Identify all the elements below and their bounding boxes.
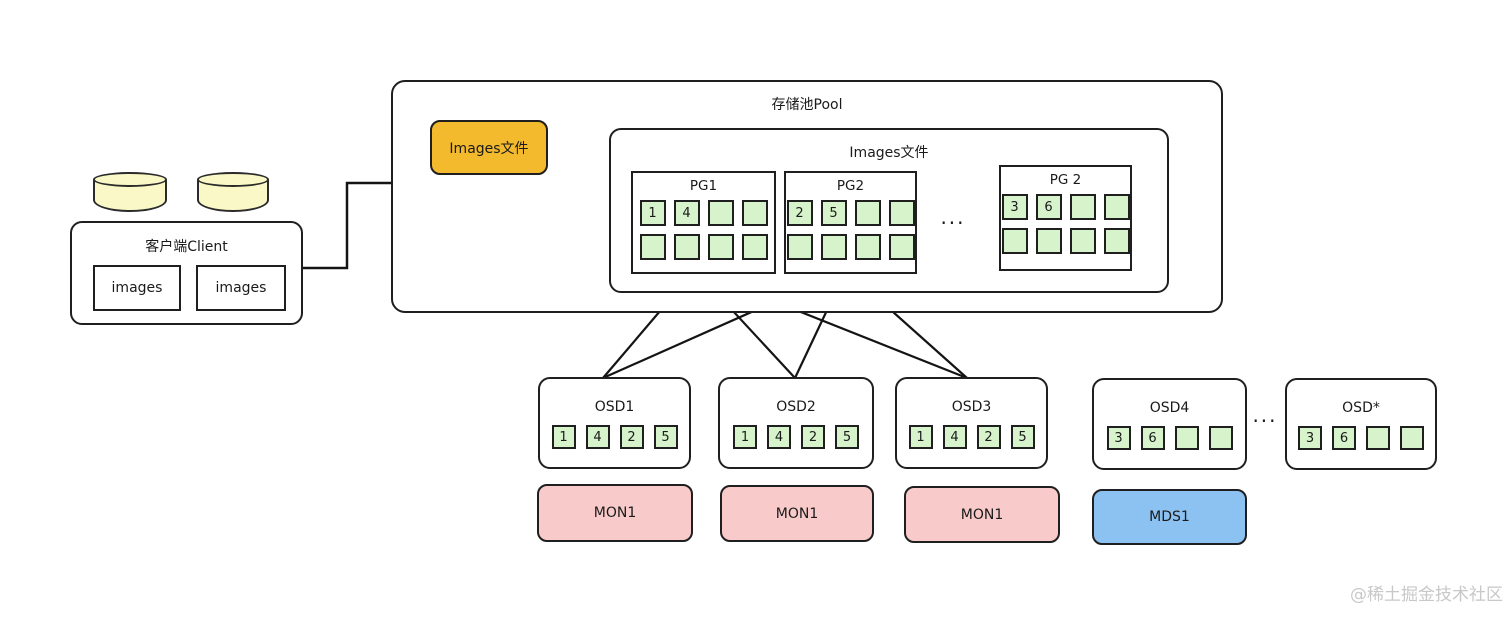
client-box: 客户端Client images images: [70, 221, 303, 325]
osd-title: OSD2: [776, 399, 816, 415]
object-cell: [786, 234, 813, 260]
osd-box: OSD2 1 4 2 5: [718, 377, 874, 469]
images-file-group: Images文件 PG1 1 4 PG2 2: [609, 128, 1169, 293]
pg-object-cells: 3 6: [1001, 194, 1131, 254]
object-cell: 5: [653, 425, 678, 449]
object-cell: [888, 234, 915, 260]
client-pool-connector: [303, 181, 391, 270]
object-cell: [1069, 194, 1096, 220]
object-cell: [1103, 194, 1130, 220]
object-cell: 3: [1298, 426, 1322, 450]
pg-title: PG 2: [1049, 172, 1082, 188]
pg-box: PG2 2 5: [784, 171, 917, 274]
osd-box: OSD1 1 4 2 5: [538, 377, 691, 469]
object-cell: 2: [786, 200, 813, 226]
osd-object-cells: 3 6: [1298, 426, 1424, 450]
object-cell: 4: [767, 425, 791, 449]
object-cell: 6: [1140, 426, 1165, 450]
object-cell: 4: [673, 200, 700, 226]
object-cell: [1001, 228, 1028, 254]
osd-object-cells: 1 4 2 5: [551, 425, 678, 449]
object-cell: 1: [733, 425, 757, 449]
object-cell: [1069, 228, 1096, 254]
storage-pool-title: 存储池Pool: [771, 97, 843, 113]
osd-title: OSD*: [1342, 400, 1380, 416]
object-cell: 5: [835, 425, 859, 449]
object-cell: [1103, 228, 1130, 254]
watermark: @稀土掘金技术社区: [1350, 585, 1503, 605]
disk-cylinder: [197, 172, 269, 212]
osd-ellipsis: ...: [1252, 403, 1278, 427]
pg-title: PG2: [836, 178, 865, 194]
pg-ellipsis: ...: [940, 205, 966, 229]
osd-title: OSD1: [594, 399, 635, 415]
object-cell: 2: [801, 425, 825, 449]
object-cell: 1: [639, 200, 666, 226]
pg-title: PG1: [689, 178, 718, 194]
images-file-tag: Images文件: [430, 120, 548, 175]
osd-box: OSD* 3 6: [1285, 378, 1437, 470]
object-cell: [820, 234, 847, 260]
object-cell: 2: [619, 425, 644, 449]
object-cell: [639, 234, 666, 260]
object-cell: [707, 200, 734, 226]
object-cell: [888, 200, 915, 226]
object-cell: [854, 234, 881, 260]
object-cell: [854, 200, 881, 226]
mon-box: MON1: [537, 484, 693, 542]
object-cell: 5: [820, 200, 847, 226]
object-cell: 4: [942, 425, 967, 449]
osd-box: OSD3 1 4 2 5: [895, 377, 1048, 469]
osd-object-cells: 1 4 2 5: [908, 425, 1035, 449]
client-image-item: images: [196, 265, 286, 311]
mon-box: MON1: [720, 485, 874, 542]
object-cell: 1: [551, 425, 576, 449]
object-cell: [1366, 426, 1390, 450]
mon-box: MON1: [904, 486, 1060, 543]
object-cell: [1035, 228, 1062, 254]
pg-box: PG1 1 4: [631, 171, 776, 274]
client-title: 客户端Client: [145, 239, 228, 255]
pg-box: PG 2 3 6: [999, 165, 1132, 271]
mds-box: MDS1: [1092, 489, 1247, 545]
pg-object-cells: 1 4: [639, 200, 769, 260]
osd-title: OSD3: [951, 399, 992, 415]
object-cell: [1208, 426, 1233, 450]
storage-pool-box: 存储池Pool Images文件 Images文件 PG1 1 4: [391, 80, 1223, 313]
object-cell: 2: [976, 425, 1001, 449]
object-cell: [1174, 426, 1199, 450]
object-cell: [673, 234, 700, 260]
object-cell: [741, 200, 768, 226]
object-cell: 3: [1001, 194, 1028, 220]
object-cell: 6: [1035, 194, 1062, 220]
object-cell: [1400, 426, 1424, 450]
object-cell: 3: [1106, 426, 1131, 450]
object-cell: 1: [908, 425, 933, 449]
images-file-group-title: Images文件: [849, 145, 929, 161]
object-cell: [741, 234, 768, 260]
osd-object-cells: 1 4 2 5: [733, 425, 859, 449]
disk-cylinder: [93, 172, 167, 212]
object-cell: [707, 234, 734, 260]
osd-title: OSD4: [1149, 400, 1190, 416]
osd-object-cells: 3 6: [1106, 426, 1233, 450]
client-image-item: images: [93, 265, 181, 311]
pg-object-cells: 2 5: [786, 200, 916, 260]
object-cell: 6: [1332, 426, 1356, 450]
object-cell: 5: [1010, 425, 1035, 449]
object-cell: 4: [585, 425, 610, 449]
osd-box: OSD4 3 6: [1092, 378, 1247, 470]
